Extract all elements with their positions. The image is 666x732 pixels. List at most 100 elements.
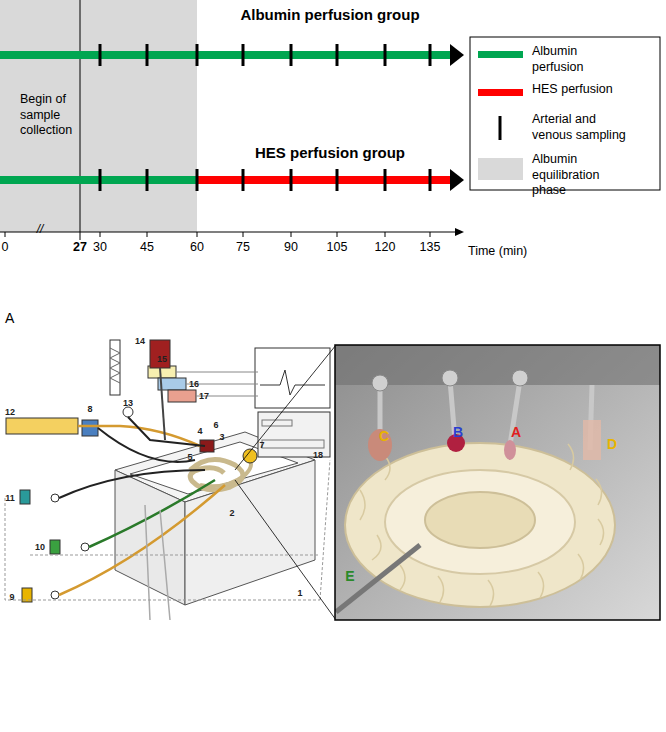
signal-line bbox=[5, 460, 330, 600]
callout-number: 9 bbox=[9, 592, 14, 603]
callout-number: 13 bbox=[123, 398, 133, 409]
photo-label: C bbox=[379, 428, 389, 445]
vessel bbox=[368, 429, 392, 461]
apparatus-schematic bbox=[5, 340, 336, 620]
axis-ticks bbox=[5, 232, 430, 237]
callout-number: 10 bbox=[35, 542, 45, 553]
cannula bbox=[380, 380, 592, 450]
valve bbox=[51, 494, 59, 502]
legend-text: Albumin perfusion bbox=[532, 44, 627, 75]
callout-number: 3 bbox=[219, 432, 224, 443]
callout-number: 14 bbox=[135, 336, 145, 347]
photo-frame bbox=[335, 345, 660, 620]
hes-bar bbox=[197, 176, 450, 184]
intestine bbox=[345, 443, 615, 607]
axis-value: 135 bbox=[420, 240, 441, 255]
callout-number: 8 bbox=[87, 404, 92, 415]
legend-swatch bbox=[478, 89, 523, 96]
photo-label: E bbox=[345, 568, 354, 585]
axis-value: 90 bbox=[284, 240, 298, 255]
time-axis bbox=[0, 231, 456, 232]
sampling-ticks bbox=[100, 44, 430, 191]
albumin-bar bbox=[0, 51, 450, 59]
photo-label: B bbox=[453, 424, 463, 441]
zoom-line bbox=[235, 480, 336, 620]
photo-background bbox=[335, 345, 660, 620]
bowel-folds bbox=[360, 444, 604, 606]
legend-swatch bbox=[478, 158, 523, 180]
tube bbox=[160, 368, 165, 440]
syringe-pump bbox=[6, 418, 78, 434]
oxygenator-bottle bbox=[150, 340, 170, 368]
callout-number: 12 bbox=[5, 407, 15, 418]
signal-line bbox=[30, 555, 320, 556]
tube-segment bbox=[583, 420, 601, 460]
arrow-head bbox=[450, 169, 464, 191]
zoom-line bbox=[235, 345, 336, 470]
callout-number: 7 bbox=[259, 440, 264, 451]
photo-label: D bbox=[607, 436, 617, 453]
waveform bbox=[260, 370, 325, 395]
condenser bbox=[110, 340, 120, 395]
callout-number: 5 bbox=[187, 452, 192, 463]
axis-value: 105 bbox=[327, 240, 348, 255]
transducer bbox=[168, 390, 196, 402]
sample-start-line bbox=[80, 0, 81, 240]
legend-text: HES perfusion bbox=[532, 82, 627, 98]
recorder-slot bbox=[262, 440, 324, 448]
mesentery bbox=[425, 492, 535, 548]
tube bbox=[59, 485, 225, 595]
timeline bbox=[0, 0, 660, 240]
intestine-sketch bbox=[200, 457, 251, 486]
recorder-slot bbox=[262, 420, 292, 426]
annotation: Begin of sample collection bbox=[20, 92, 80, 139]
axis-value: 27 bbox=[73, 240, 87, 255]
callout-number: 18 bbox=[313, 450, 323, 461]
clamp bbox=[512, 370, 528, 386]
axis-value: 75 bbox=[236, 240, 250, 255]
axis-value: 120 bbox=[375, 240, 396, 255]
axis-break: // bbox=[37, 222, 44, 236]
legend-tick-sample bbox=[499, 116, 502, 140]
equilibration-band bbox=[0, 0, 197, 232]
callout-number: 2 bbox=[229, 508, 234, 519]
tube bbox=[98, 428, 195, 462]
valve bbox=[81, 543, 89, 551]
tube bbox=[128, 417, 205, 446]
tube bbox=[59, 470, 205, 498]
photo bbox=[335, 345, 660, 620]
clamp bbox=[442, 370, 458, 386]
arrow-head bbox=[450, 44, 464, 66]
photo-label: A bbox=[511, 424, 521, 441]
pump bbox=[123, 407, 133, 417]
intestine bbox=[385, 470, 575, 574]
callout-number: 11 bbox=[5, 493, 15, 504]
callout-number: 1 bbox=[297, 588, 302, 599]
valve bbox=[51, 591, 59, 599]
callout-number: 15 bbox=[157, 354, 167, 365]
axis-head bbox=[455, 228, 464, 236]
legend-box bbox=[470, 37, 660, 190]
probe bbox=[336, 545, 420, 612]
collection-vial bbox=[50, 540, 60, 554]
legend-text: Arterial and venous sampling bbox=[532, 112, 627, 143]
drain-tube bbox=[145, 505, 170, 620]
axis-value: 60 bbox=[190, 240, 204, 255]
clamp bbox=[372, 375, 388, 391]
group-title: Albumin perfusion group bbox=[240, 6, 419, 24]
bath-side bbox=[115, 470, 185, 605]
group-title: HES perfusion group bbox=[255, 144, 405, 162]
legend-swatch bbox=[478, 51, 523, 58]
roller-pump bbox=[82, 420, 98, 436]
collection-vial bbox=[20, 490, 30, 504]
axis-value: 0 bbox=[2, 240, 9, 255]
callout-number: 17 bbox=[199, 391, 209, 402]
callout-number: 16 bbox=[189, 379, 199, 390]
callout-number: 4 bbox=[197, 426, 202, 437]
axis-title: Time (min) bbox=[468, 244, 527, 259]
coil bbox=[110, 348, 120, 383]
panel-letter: A bbox=[5, 310, 14, 327]
axis-value: 45 bbox=[140, 240, 154, 255]
